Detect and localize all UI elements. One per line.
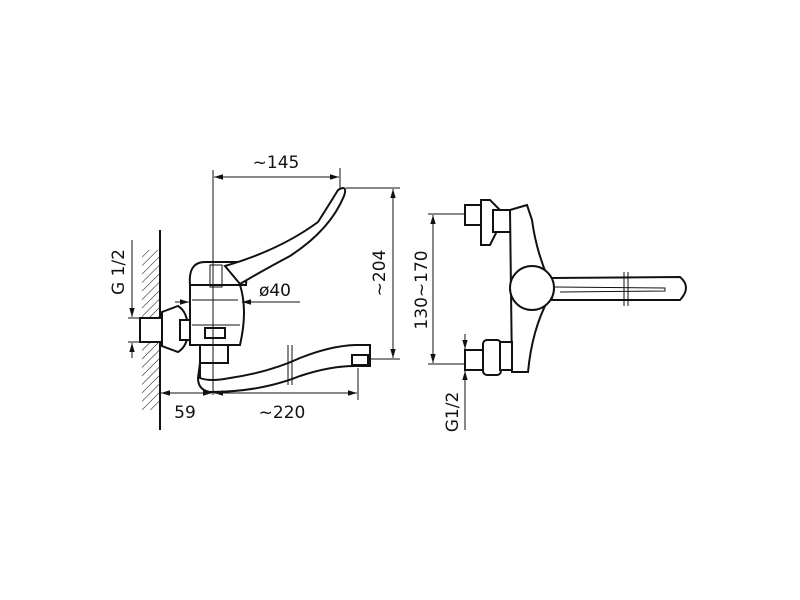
dim-height: ~204 — [370, 250, 390, 297]
dim-thread-front: G1/2 — [443, 392, 463, 433]
front-view: 130~170 G1/2 — [412, 199, 687, 433]
top-inlet-thread — [464, 204, 482, 226]
front-lever — [548, 275, 687, 301]
side-view: ~145 ~204 ø40 G 1/2 59 ~220 — [109, 153, 400, 430]
inlet-thread — [139, 317, 163, 343]
dim-handle-width: ~145 — [253, 153, 300, 173]
handle-hub — [509, 265, 555, 311]
lever-handle — [223, 187, 347, 286]
dim-thread-side: G 1/2 — [109, 249, 129, 295]
bottom-inlet-thread — [464, 349, 484, 371]
spout-nut — [199, 344, 229, 364]
dim-spout-reach: ~220 — [259, 403, 306, 423]
dim-diameter: ø40 — [259, 281, 291, 301]
dim-wall-offset: 59 — [174, 403, 196, 423]
dim-center-distance: 130~170 — [412, 250, 432, 329]
